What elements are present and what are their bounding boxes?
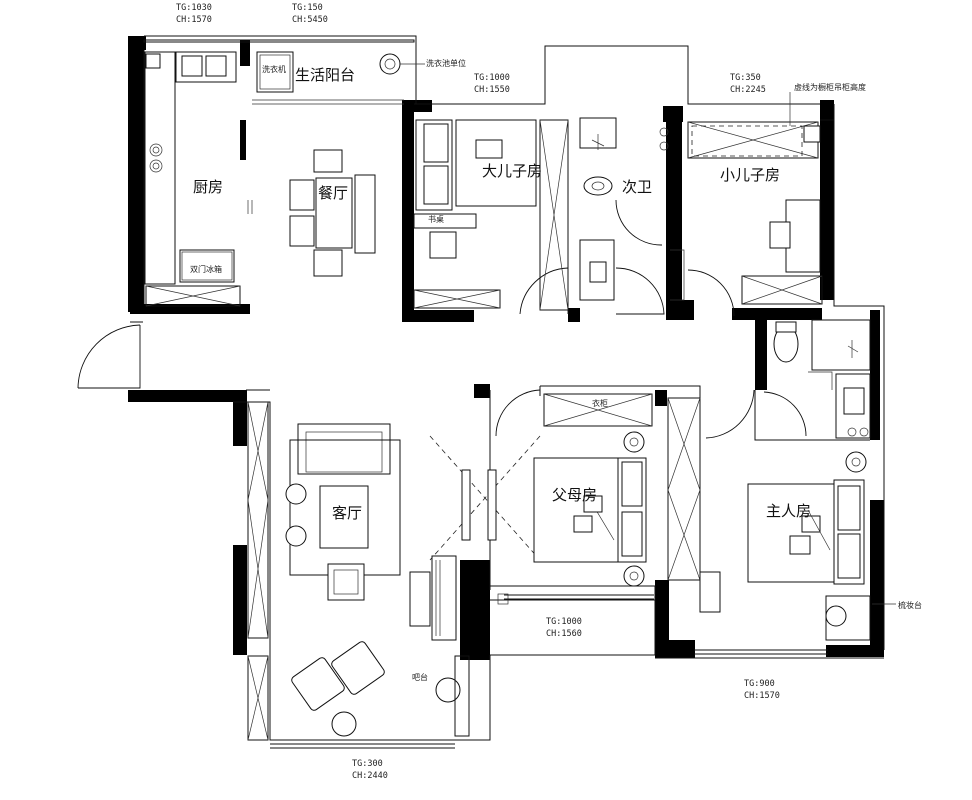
dining: 餐厅 xyxy=(247,149,376,277)
dashed-line-note: 虚线为橱柜吊柜高度 xyxy=(794,82,866,92)
younger-son-room-label: 小儿子房 xyxy=(720,166,780,184)
service-balcony: 洗衣机 生活阳台 洗衣池单位 xyxy=(252,51,466,105)
fridge-label: 双门冰箱 xyxy=(190,264,222,274)
walls xyxy=(128,36,884,660)
living-room: 客厅 吧台 xyxy=(247,401,541,741)
window2-ch: CH:5450 xyxy=(292,15,328,25)
window2-tg: TG:150 xyxy=(292,3,323,13)
window4-tg: TG:350 xyxy=(730,73,761,83)
elder-son-room-label: 大儿子房 xyxy=(482,162,542,180)
dining-label: 餐厅 xyxy=(318,184,348,202)
doors xyxy=(77,199,807,439)
window6-tg: TG:900 xyxy=(744,679,775,689)
desk-label: 书桌 xyxy=(428,214,444,224)
service-balcony-label: 生活阳台 xyxy=(295,66,355,84)
window3-tg: TG:1000 xyxy=(474,73,510,83)
window7-ch: CH:2440 xyxy=(352,771,388,781)
second-bath-label: 次卫 xyxy=(622,178,652,196)
second-bathroom: 次卫 xyxy=(579,117,685,301)
master-bathroom xyxy=(773,319,871,439)
wardrobe-label-parents: 衣柜 xyxy=(592,398,608,408)
master-room: 主人房 梳妆台 xyxy=(699,451,922,641)
window1-tg: TG:1030 xyxy=(176,3,212,13)
living-room-label: 客厅 xyxy=(332,504,362,522)
kitchen-label: 厨房 xyxy=(193,178,223,196)
master-room-label: 主人房 xyxy=(766,502,811,520)
bar-label: 吧台 xyxy=(412,672,428,682)
window6-ch: CH:1570 xyxy=(744,691,780,701)
kitchen: 厨房 双门冰箱 xyxy=(144,51,241,307)
washer-label: 洗衣机 xyxy=(262,64,286,74)
elder-son-room: 大儿子房 书桌 xyxy=(413,119,569,311)
windows: TG:1030 CH:1570 TG:150 CH:5450 TG:1000 C… xyxy=(176,3,828,781)
dresser-label: 梳妆台 xyxy=(898,600,922,610)
window1-ch: CH:1570 xyxy=(176,15,212,25)
window4-ch: CH:2245 xyxy=(730,85,766,95)
younger-son-room: 小儿子房 虚线为橱柜吊柜高度 xyxy=(687,82,866,305)
window5-ch: CH:1560 xyxy=(546,629,582,639)
window7-tg: TG:300 xyxy=(352,759,383,769)
window3-ch: CH:1550 xyxy=(474,85,510,95)
parents-room: 衣柜 父母房 xyxy=(497,393,701,605)
window5-tg: TG:1000 xyxy=(546,617,582,627)
washer-sink-note: 洗衣池单位 xyxy=(426,58,466,68)
parents-room-label: 父母房 xyxy=(552,486,597,504)
